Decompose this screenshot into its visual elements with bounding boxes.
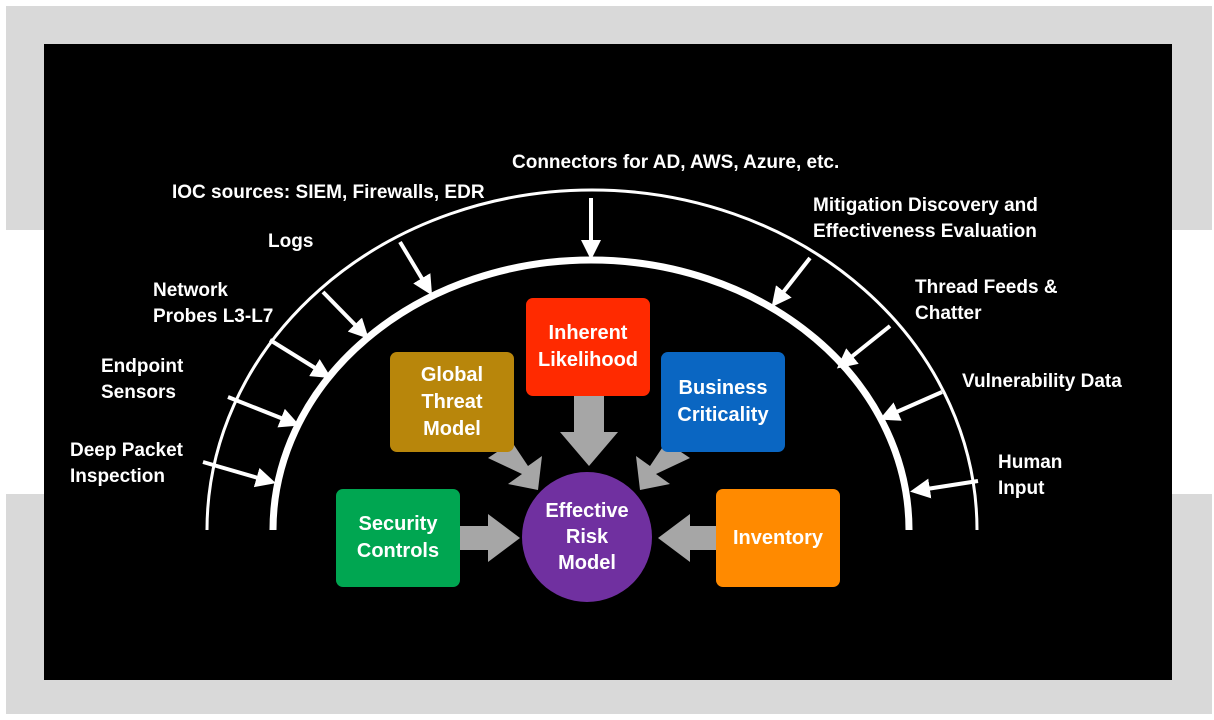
arrow-controls-to-risk (460, 514, 520, 562)
box-inventory: Inventory (716, 489, 840, 587)
circle-effective-risk-model: Effective Risk Model (522, 472, 652, 602)
box-security-controls: Security Controls (336, 489, 460, 587)
arrow-vulnerability (879, 390, 943, 421)
arrow-mitigation (771, 256, 812, 308)
box-inherent-likelihood: Inherent Likelihood (526, 298, 650, 396)
label-vulnerability: Vulnerability Data (962, 371, 1122, 392)
box-business-criticality: Business Criticality (661, 352, 785, 452)
grey-arrows (460, 395, 716, 562)
label-ioc-sources: IOC sources: SIEM, Firewalls, EDR (172, 182, 485, 203)
arrow-human-input (910, 478, 979, 499)
label-logs: Logs (268, 231, 314, 252)
input-arrows (202, 198, 979, 499)
arrow-criticality-to-risk (636, 442, 690, 490)
label-connectors: Connectors for AD, AWS, Azure, etc. (512, 152, 840, 173)
arrow-thread-feeds (836, 324, 892, 369)
label-mitigation: Mitigation Discovery and Effectiveness E… (813, 195, 1038, 242)
arrow-inventory-to-risk (658, 514, 716, 562)
label-network-probes: Network Probes L3-L7 (153, 280, 274, 327)
arrow-threat-to-risk (488, 442, 542, 490)
arrow-likelihood-to-risk (560, 395, 618, 466)
label-thread-feeds: Thread Feeds & Chatter (915, 277, 1058, 324)
box-global-threat-model: Global Threat Model (390, 352, 514, 452)
label-endpoint-sensors: Endpoint Sensors (101, 356, 184, 403)
arrow-endpoint-sensors (227, 395, 300, 428)
label-human-input: Human Input (998, 452, 1063, 499)
outer-arc (205, 188, 979, 531)
label-deep-packet: Deep Packet Inspection (70, 440, 184, 487)
arrow-network-probes (268, 338, 332, 379)
inner-arc (269, 256, 913, 531)
arrow-logs (321, 290, 369, 339)
arrow-ioc-sources (398, 240, 433, 296)
arrow-deep-packet (202, 460, 276, 488)
